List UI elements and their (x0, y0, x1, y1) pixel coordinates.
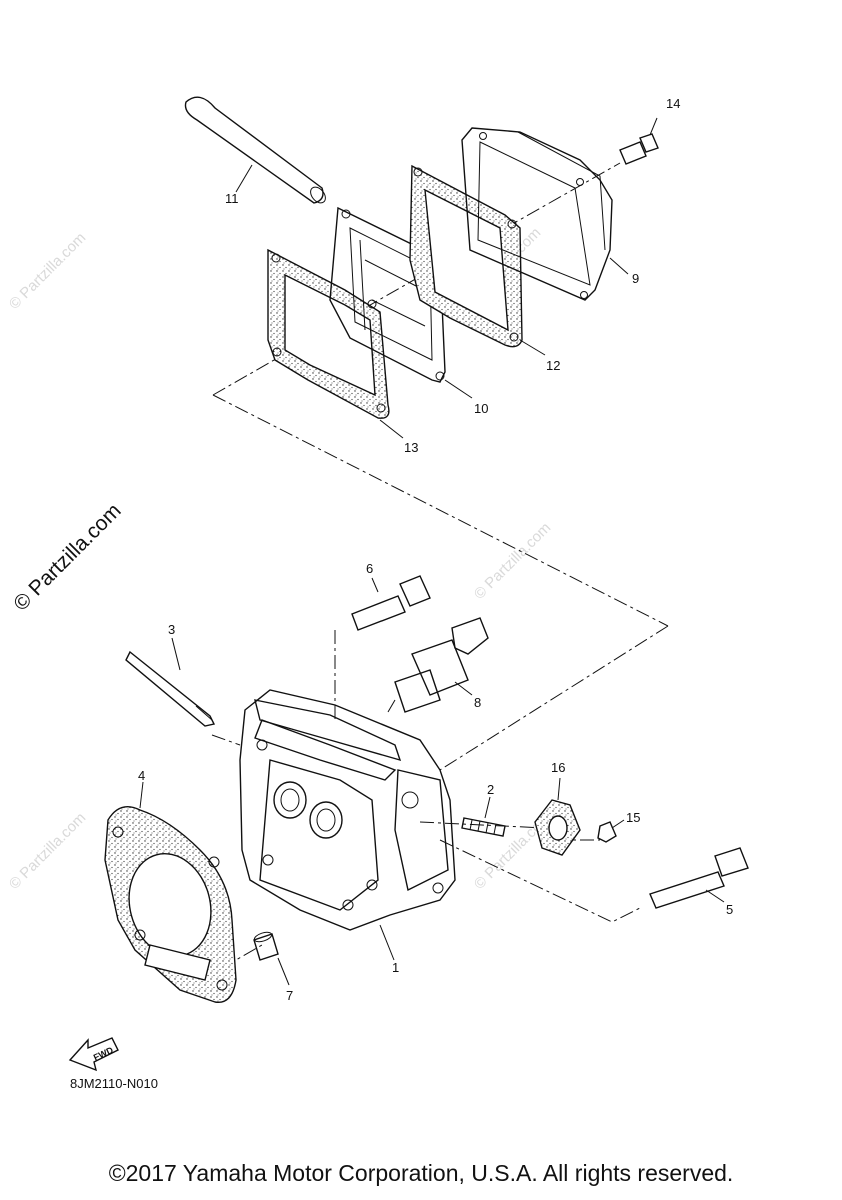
leader-9 (609, 257, 629, 275)
guide-lower-4 (211, 734, 241, 746)
nut-part-15 (597, 821, 617, 843)
leader-12 (519, 339, 546, 356)
watermark-4: © Partzilla.com (6, 809, 89, 892)
gasket-part-13 (267, 248, 390, 419)
callout-8: 8 (474, 695, 481, 710)
leader-8 (454, 681, 473, 696)
callout-13: 13 (404, 440, 418, 455)
spark-plug-part-8 (387, 617, 489, 713)
leader-10 (444, 379, 473, 399)
callout-12: 12 (546, 358, 560, 373)
leader-16 (557, 777, 561, 801)
callout-14: 14 (666, 96, 680, 111)
watermark-main: © Partzilla.com (9, 499, 125, 615)
diagram-code: 8JM2110-N010 (70, 1076, 158, 1091)
leader-2 (484, 796, 491, 819)
callout-9: 9 (632, 271, 639, 286)
leader-3 (171, 637, 181, 671)
leader-1 (379, 924, 395, 961)
callout-10: 10 (474, 401, 488, 416)
leader-11 (235, 164, 253, 193)
cylinder-head-part-1 (239, 689, 456, 931)
copyright-notice: ©2017 Yamaha Motor Corporation, U.S.A. A… (108, 1160, 734, 1186)
callout-6: 6 (366, 561, 373, 576)
callout-11: 11 (225, 191, 239, 206)
callout-numbers: 14 11 9 12 10 13 6 3 8 16 4 2 15 5 1 7 (138, 96, 733, 1003)
guide-upper-3 (212, 394, 669, 627)
dowel-part-7 (253, 931, 279, 961)
stud-part-3 (125, 650, 216, 727)
guide-lower-3 (439, 839, 641, 923)
leader-4 (139, 781, 144, 809)
leader-7 (277, 957, 290, 986)
leader-15 (611, 819, 625, 829)
leader-13 (379, 419, 404, 439)
fwd-arrow-icon: FWD (68, 1037, 119, 1072)
callout-7: 7 (286, 988, 293, 1003)
callout-5: 5 (726, 902, 733, 917)
callout-16: 16 (551, 760, 565, 775)
head-cover-part-9 (461, 127, 613, 301)
leader-6 (371, 577, 379, 593)
callout-4: 4 (138, 768, 145, 783)
bolt-part-14 (619, 133, 659, 165)
leader-5 (705, 889, 725, 903)
hose-part-11 (184, 96, 326, 204)
callout-2: 2 (487, 782, 494, 797)
callout-15: 15 (626, 810, 640, 825)
bolt-part-5 (649, 847, 749, 909)
gasket-part-12 (409, 164, 523, 348)
bolt-part-6 (351, 575, 431, 631)
leader-14 (649, 117, 658, 136)
gasket-part-16 (534, 799, 581, 856)
head-gasket-part-4 (104, 806, 237, 1004)
callout-1: 1 (392, 960, 399, 975)
watermark-1: © Partzilla.com (6, 229, 89, 312)
callout-3: 3 (168, 622, 175, 637)
guide-lower-1 (439, 625, 669, 771)
stud-part-2 (461, 817, 506, 837)
fwd-label: FWD (92, 1045, 115, 1063)
